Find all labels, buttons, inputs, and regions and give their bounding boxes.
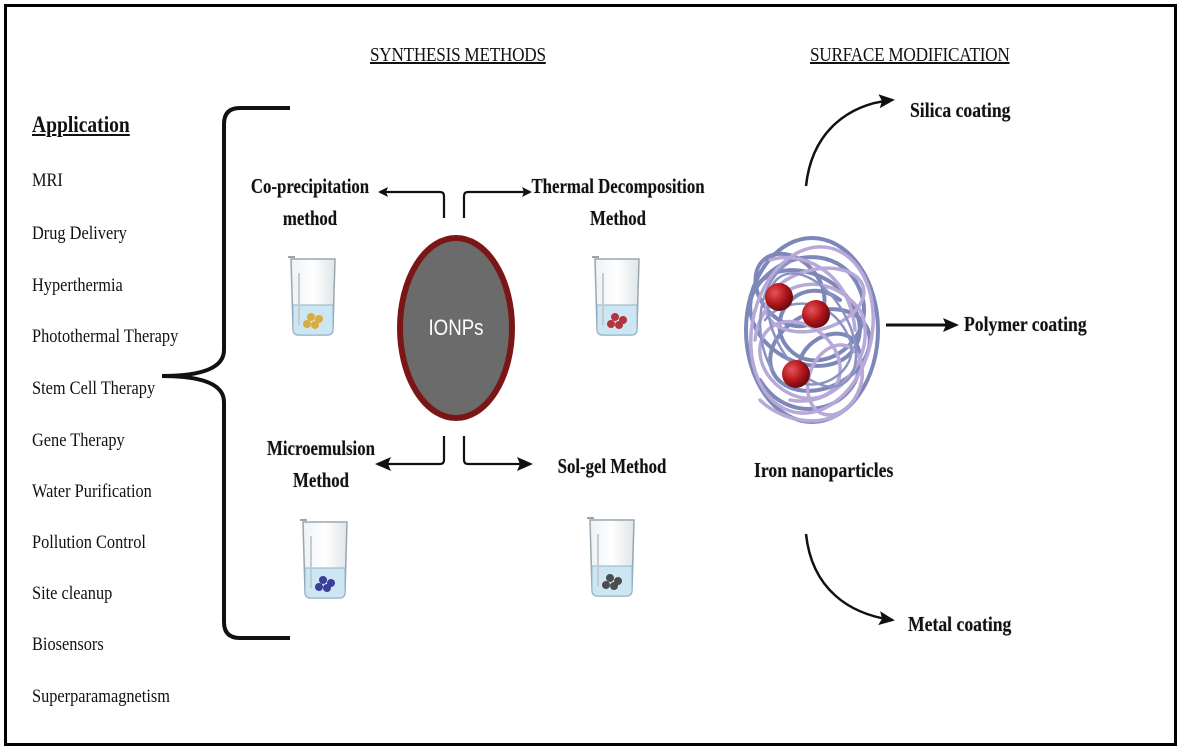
application-item: MRI	[32, 170, 63, 191]
application-item: Biosensors	[32, 634, 104, 655]
arrow-to-microemulsion	[375, 436, 446, 471]
application-item: Drug Delivery	[32, 223, 127, 244]
arrow-to-silica	[804, 94, 895, 187]
silica-coating-label: Silica coating	[910, 98, 1011, 122]
microemulsion-label: Microemulsion Method	[241, 432, 401, 496]
beaker-solgel	[586, 517, 635, 597]
ionps-circle	[397, 235, 515, 421]
beaker-coprecipitation	[287, 256, 336, 336]
thermal-decomposition-label: Thermal Decomposition Method	[514, 170, 722, 234]
coprecipitation-label: Co-precipitation method	[230, 170, 390, 234]
arrow-to-solgel	[462, 436, 533, 471]
arrow-to-metal	[804, 533, 895, 626]
iron-nanoparticle-illustration	[744, 236, 880, 424]
polymer-coating-label: Polymer coating	[964, 312, 1087, 336]
application-item: Pollution Control	[32, 532, 146, 553]
solgel-label: Sol-gel Method	[532, 450, 692, 482]
thermal-line2: Method	[590, 206, 646, 230]
iron-particle-3	[782, 360, 810, 388]
arrow-to-thermal	[462, 187, 532, 218]
application-item: Gene Therapy	[32, 430, 125, 451]
microemulsion-line2: Method	[293, 468, 349, 492]
application-item: Hyperthermia	[32, 275, 123, 296]
application-item: Stem Cell Therapy	[32, 378, 156, 399]
metal-coating-label: Metal coating	[908, 612, 1012, 636]
microemulsion-line1: Microemulsion	[267, 436, 375, 460]
thermal-line1: Thermal Decomposition	[531, 174, 705, 198]
application-item: Photothermal Therapy	[32, 326, 179, 347]
figure-frame	[4, 4, 1177, 746]
coprecipitation-line1: Co-precipitation	[250, 174, 370, 198]
beaker-thermal	[591, 256, 640, 336]
solgel-line1: Sol-gel Method	[557, 454, 667, 478]
application-item: Superparamagnetism	[32, 686, 170, 707]
iron-particle-2	[802, 300, 830, 328]
arrow-to-coprecipitation	[378, 187, 446, 218]
ionps-label: IONPs	[428, 315, 484, 340]
application-item: Water Purification	[32, 481, 152, 502]
iron-nanoparticles-label: Iron nanoparticles	[754, 458, 894, 482]
iron-particle-1	[765, 283, 793, 311]
application-item: Site cleanup	[32, 583, 113, 604]
synthesis-methods-heading: SYNTHESIS METHODS	[370, 44, 546, 66]
application-title: Application	[32, 112, 130, 137]
surface-modification-heading: SURFACE MODIFICATION	[810, 44, 1010, 66]
application-brace	[161, 106, 290, 640]
beaker-microemulsion	[299, 519, 348, 599]
coprecipitation-line2: method	[282, 206, 338, 230]
